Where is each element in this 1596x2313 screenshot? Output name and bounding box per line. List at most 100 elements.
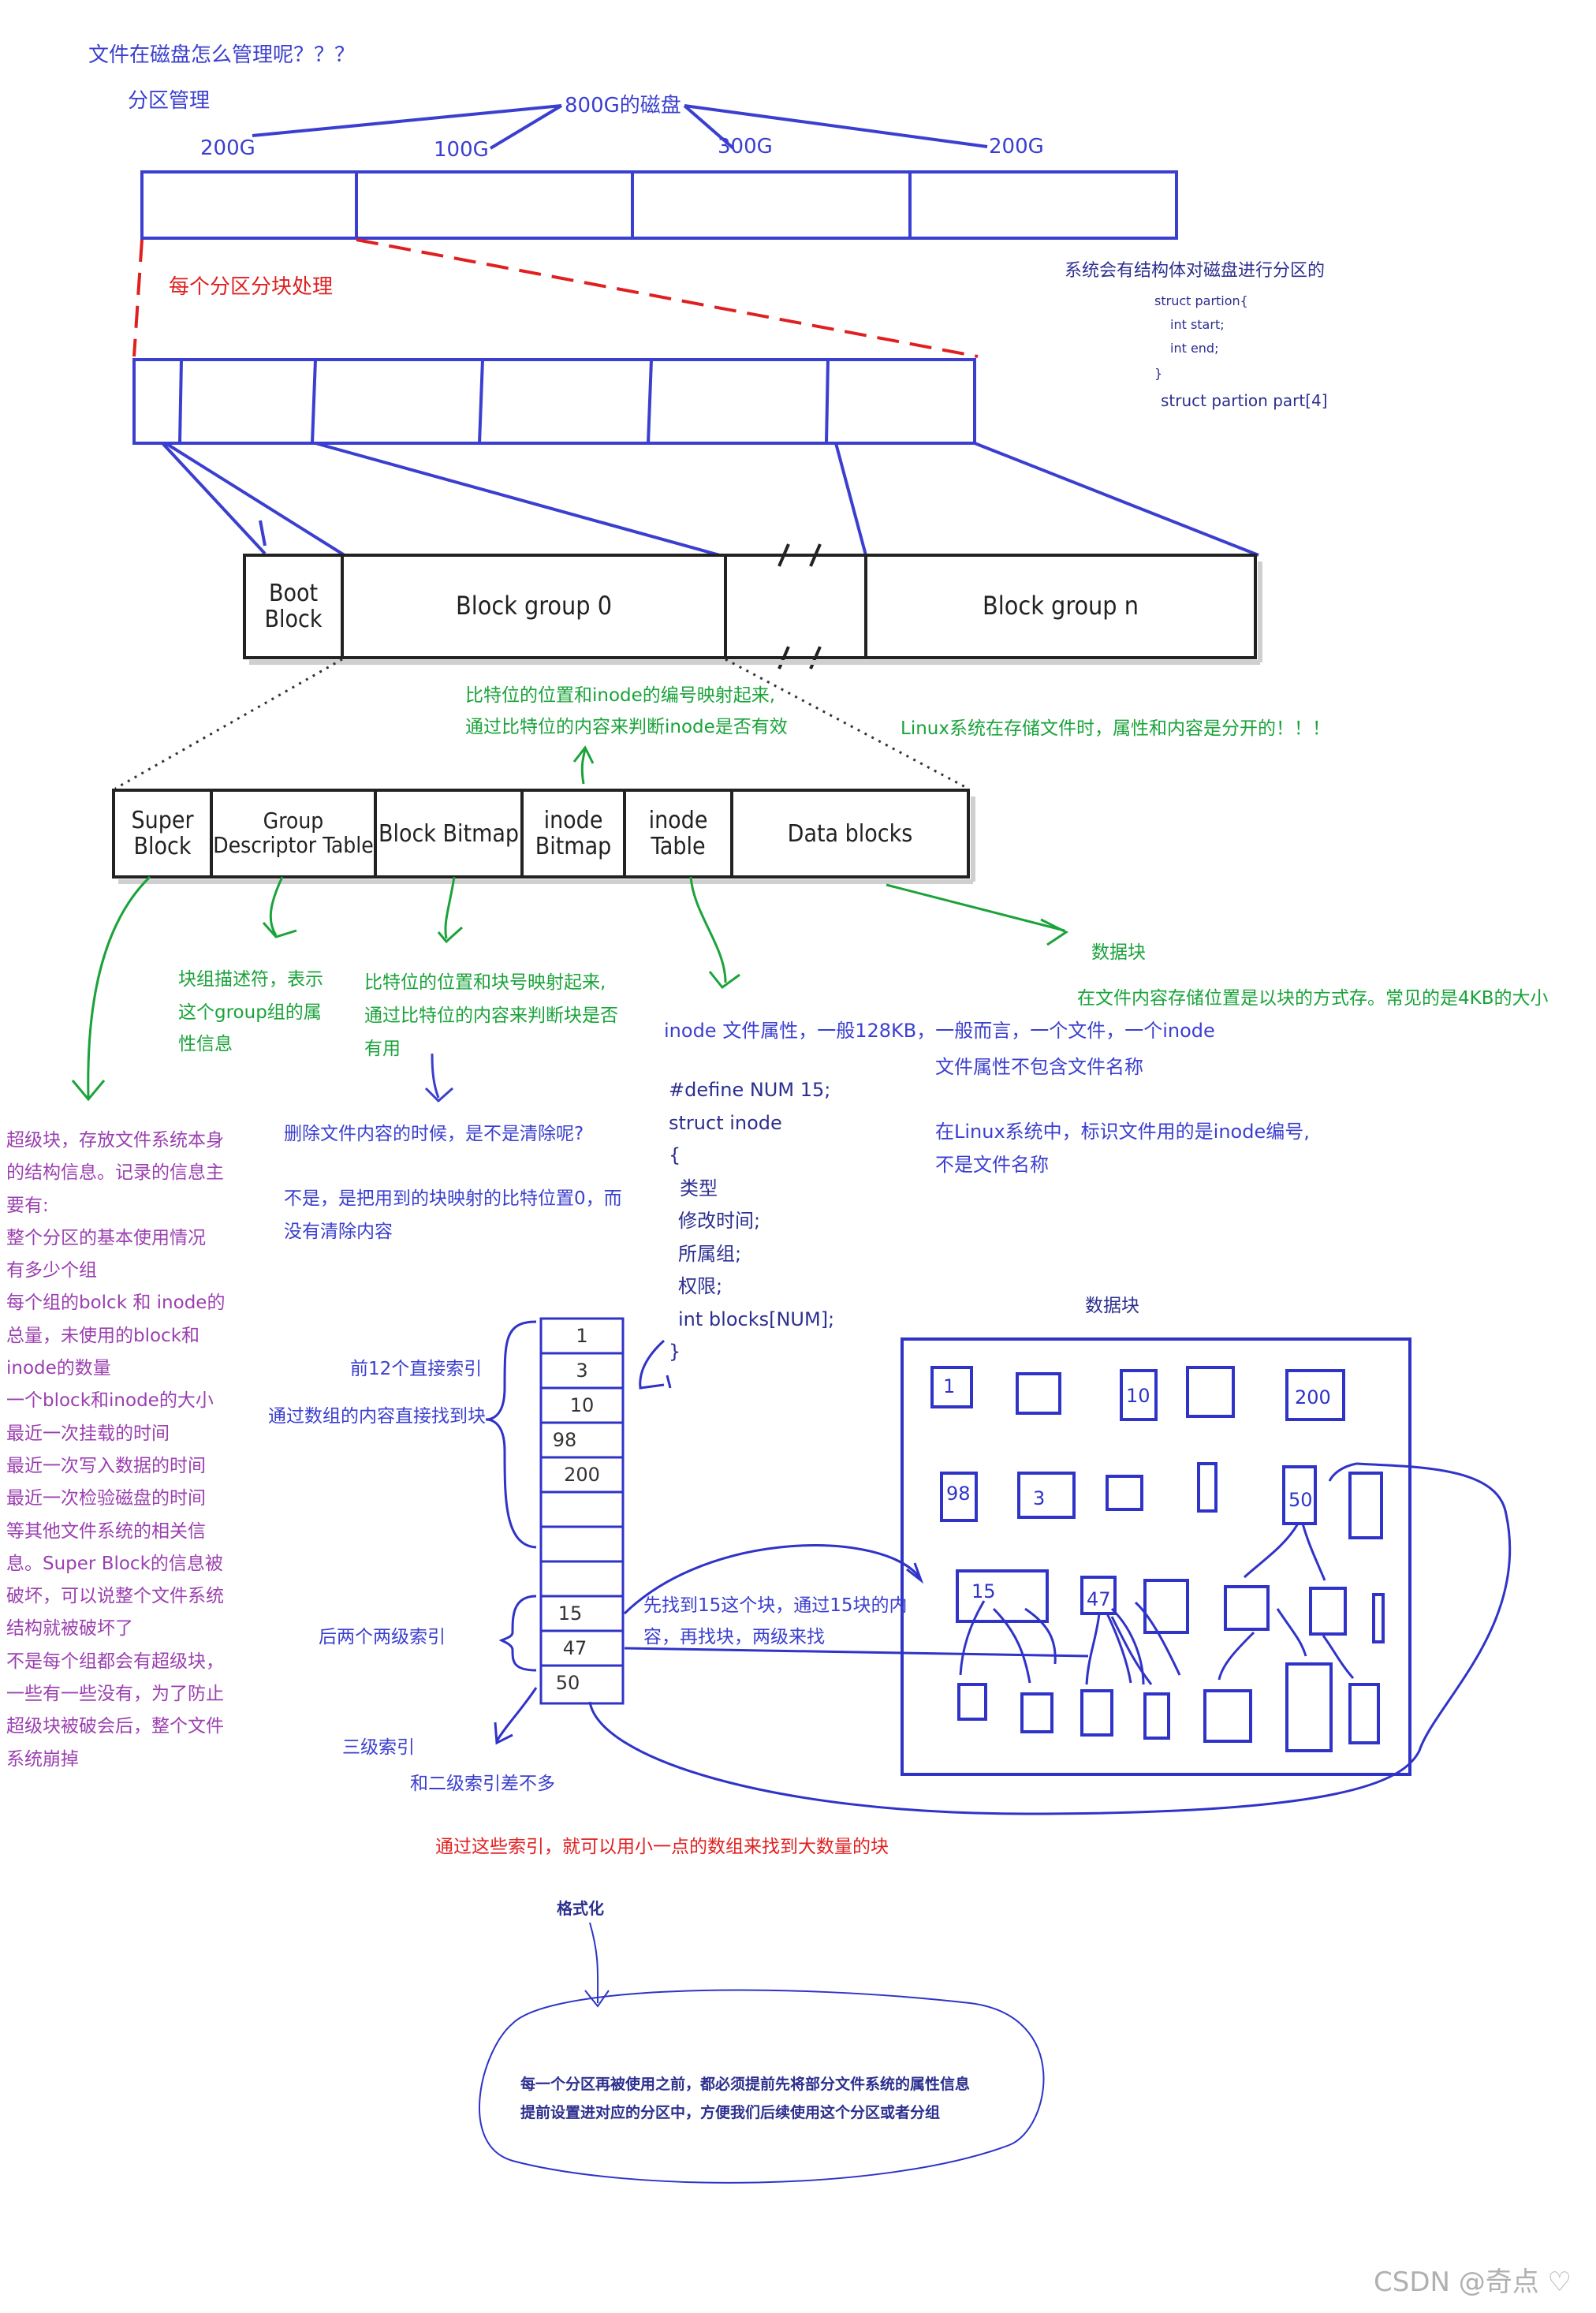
- code-line: {: [669, 1144, 681, 1166]
- superblock-line: 最近一次挂载的时间: [6, 1423, 170, 1444]
- superblock-note: 超级块，存放文件系统本身 的结构信息。记录的信息主 要有: 整个分区的基本使用情…: [6, 1125, 225, 1776]
- array-cell: 10: [569, 1394, 595, 1416]
- superblock-line: 要有:: [6, 1195, 49, 1216]
- find15-note-2: 容，再找块，两级来找: [643, 1627, 825, 1647]
- direct-index-note: 前12个直接索引: [350, 1359, 483, 1379]
- data-block-area-title: 数据块: [1085, 1296, 1139, 1316]
- struct-line-4: }: [1154, 366, 1163, 381]
- block-label-200: 200: [1295, 1386, 1331, 1408]
- struct-line-3: int end;: [1170, 341, 1219, 356]
- superblock-line: 每个组的bolck 和 inode的: [6, 1293, 226, 1314]
- superblock-line: 最近一次检验磁盘的时间: [6, 1488, 206, 1509]
- struct-line-1: struct partion{: [1154, 293, 1248, 308]
- gdt-note-2: 这个group组的属: [178, 1002, 322, 1023]
- linux-id-2: 不是文件名称: [935, 1154, 1049, 1176]
- superblock-line: inode的数量: [6, 1358, 111, 1379]
- inode-bitmap-label: inode Bitmap: [535, 807, 612, 860]
- block-label-10: 10: [1126, 1385, 1150, 1407]
- block-label-47: 47: [1087, 1588, 1111, 1610]
- linux-store-note: Linux系统在存储文件时，属性和内容是分开的！！！: [901, 718, 1330, 739]
- two-level-index-note: 后两个两级索引: [319, 1627, 446, 1647]
- group-descriptor-table-label: Group Descriptor Table: [213, 808, 374, 858]
- array-cell: 98: [552, 1429, 577, 1451]
- format-line-1: 每一个分区再被使用之前，都必须提前先将部分文件系统的属性信息: [520, 2076, 971, 2093]
- three-level-index-note: 三级索引: [342, 1737, 415, 1758]
- super-block-label: Super Block: [131, 807, 194, 860]
- superblock-line: 不是每个组都会有超级块，: [6, 1651, 224, 1672]
- partition-heading: 分区管理: [128, 89, 211, 113]
- index-summary: 通过这些索引，就可以用小一点的数组来找到大数量的块: [435, 1837, 889, 1857]
- block-label-3: 3: [1033, 1487, 1046, 1509]
- inode-bitmap-note-2: 通过比特位的内容来判断inode是否有效: [465, 717, 788, 737]
- delete-note-3: 不是，是把用到的块映射的比特位置0，而: [284, 1188, 622, 1209]
- block-label-15: 15: [971, 1580, 996, 1602]
- chunk-note: 每个分区分块处理: [169, 275, 334, 299]
- superblock-line: 系统崩掉: [6, 1748, 79, 1770]
- code-line: }: [669, 1341, 681, 1363]
- linux-id-1: 在Linux系统中，标识文件用的是inode编号,: [935, 1121, 1310, 1143]
- partition-size-1: 200G: [200, 136, 255, 160]
- delete-note-4: 没有清除内容: [284, 1222, 393, 1242]
- disk-label: 800G的磁盘: [565, 94, 681, 118]
- superblock-line: 结构就被破坏了: [6, 1618, 133, 1640]
- block-bitmap-note-2: 通过比特位的内容来判断块是否: [364, 1005, 618, 1026]
- array-cell: 3: [576, 1360, 588, 1382]
- format-line-2: 提前设置进对应的分区中，方便我们后续使用这个分区或者分组: [520, 2104, 941, 2121]
- superblock-line: 等其他文件系统的相关信: [6, 1520, 206, 1542]
- partition-size-3: 300G: [718, 135, 773, 159]
- block-bitmap-note-1: 比特位的位置和块号映射起来,: [364, 972, 606, 993]
- direct-find-note: 通过数组的内容直接找到块: [268, 1406, 486, 1427]
- struct-line-5: struct partion part[4]: [1161, 391, 1328, 410]
- partition-size-4: 200G: [989, 135, 1044, 159]
- code-line: 权限;: [678, 1275, 723, 1297]
- superblock-line: 超级块，存放文件系统本身: [6, 1130, 224, 1151]
- array-cell: 50: [555, 1672, 580, 1694]
- block-label-50: 50: [1288, 1489, 1313, 1511]
- data-blocks-desc: 在文件内容存储位置是以块的方式存。常见的是4KB的大小: [1077, 988, 1549, 1009]
- superblock-line: 破坏，可以说整个文件系统: [6, 1586, 224, 1607]
- watermark: CSDN @奇点 ♡: [1374, 2266, 1572, 2298]
- superblock-line: 总量，未使用的block和: [6, 1325, 200, 1346]
- array-cell: 15: [557, 1602, 583, 1625]
- find15-note-1: 先找到15这个块，通过15块的内: [643, 1595, 908, 1616]
- gdt-note-3: 性信息: [178, 1034, 233, 1054]
- superblock-line: 有多少个组: [6, 1260, 97, 1281]
- superblock-line: 整个分区的基本使用情况: [6, 1227, 206, 1248]
- code-line: 类型: [680, 1177, 718, 1199]
- struct-note-title: 系统会有结构体对磁盘进行分区的: [1065, 261, 1326, 281]
- three-level-index-detail: 和二级索引差不多: [410, 1774, 555, 1794]
- superblock-line: 超级块被破会后，整个文件: [6, 1716, 224, 1737]
- array-cell: 1: [576, 1325, 588, 1347]
- block-label-1: 1: [943, 1375, 956, 1397]
- superblock-line: 一些有一些没有，为了防止: [6, 1684, 224, 1705]
- block-group-n-label: Block group n: [983, 591, 1139, 621]
- data-blocks-label: Data blocks: [787, 819, 913, 848]
- block-bitmap-note-3: 有用: [364, 1039, 401, 1059]
- inode-table-label: inode Table: [648, 807, 708, 860]
- code-line: 修改时间;: [678, 1210, 761, 1232]
- array-cell: 47: [562, 1637, 587, 1659]
- partition-size-2: 100G: [434, 138, 489, 162]
- code-line: int blocks[NUM];: [678, 1308, 835, 1330]
- format-title: 格式化: [557, 1899, 604, 1918]
- inode-struct-code: #define NUM 15; struct inode { 类型 修改时间; …: [669, 1074, 834, 1369]
- struct-line-2: int start;: [1170, 317, 1225, 332]
- boot-block-label: Boot Block: [264, 580, 323, 633]
- inode-bitmap-note-1: 比特位的位置和inode的编号映射起来,: [465, 685, 776, 706]
- superblock-line: 一个block和inode的大小: [6, 1390, 214, 1412]
- superblock-line: 息。Super Block的信息被: [6, 1553, 223, 1574]
- superblock-line: 最近一次写入数据的时间: [6, 1455, 206, 1476]
- block-label-98: 98: [946, 1483, 971, 1505]
- superblock-line: 的结构信息。记录的信息主: [6, 1162, 224, 1184]
- gdt-note-1: 块组描述符，表示: [178, 969, 323, 990]
- code-line: 所属组;: [678, 1242, 742, 1265]
- code-line: #define NUM 15;: [669, 1079, 831, 1101]
- delete-note-1: 删除文件内容的时候，是不是清除呢?: [284, 1124, 584, 1144]
- page-title: 文件在磁盘怎么管理呢？？？: [88, 43, 356, 67]
- block-group-0-label: Block group 0: [456, 591, 612, 621]
- data-blocks-title: 数据块: [1091, 942, 1146, 963]
- code-line: struct inode: [669, 1111, 782, 1134]
- array-cell: 200: [564, 1464, 600, 1486]
- inode-desc: inode 文件属性，一般128KB，一般而言，一个文件，一个inode: [664, 1020, 1215, 1042]
